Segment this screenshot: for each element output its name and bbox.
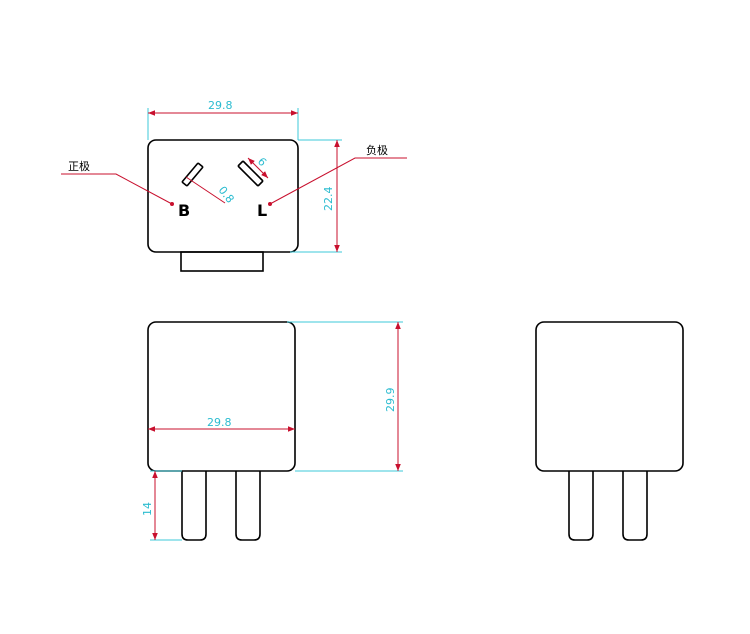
blade-thickness-dim-line: [185, 176, 226, 204]
blade-b: [181, 162, 204, 187]
terminal-l-label: L: [257, 201, 267, 220]
label-positive: 正极: [68, 159, 90, 173]
top-base-tab: [180, 251, 264, 272]
side-view: [535, 321, 684, 541]
front-body-outline: [147, 321, 296, 472]
terminal-b-label: B: [178, 201, 190, 220]
side-pin-right: [622, 471, 648, 541]
side-body-outline: [535, 321, 684, 472]
blade-width-dim-line: [247, 157, 269, 179]
negative-leader: [269, 157, 407, 205]
pin-length-dim: 14: [141, 502, 154, 516]
top-height-dim: 22.4: [322, 187, 335, 212]
front-width-dim: 29.8: [207, 416, 232, 429]
blade-thickness-dim: 0.8: [216, 184, 237, 206]
front-height-dim: 29.9: [384, 388, 397, 413]
front-pin-right: [235, 471, 261, 541]
positive-leader: [61, 173, 173, 205]
side-pin-left: [568, 471, 594, 541]
label-negative: 负极: [366, 143, 388, 157]
front-view: 29.8 29.9 14: [141, 321, 403, 541]
front-pin-left: [181, 471, 207, 541]
top-view: 0.8 6 B L 29.8 22.4 正极 负极: [61, 99, 407, 272]
top-width-dim: 29.8: [208, 99, 233, 112]
